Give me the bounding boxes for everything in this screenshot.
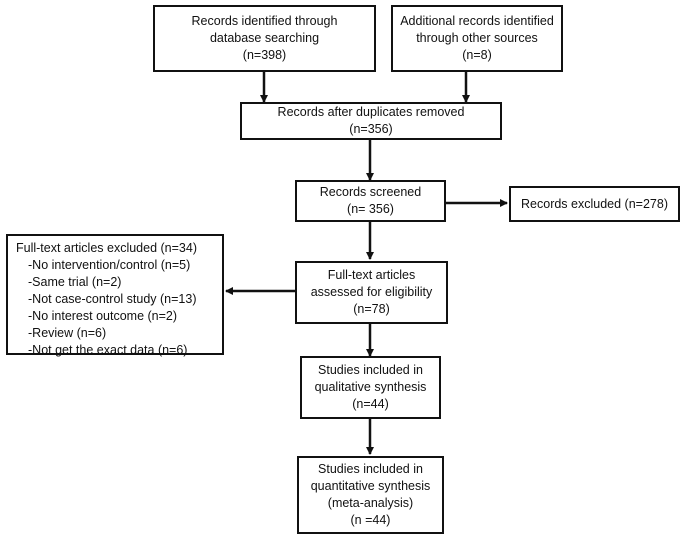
fulltext-assessed-box: Full-text articles assessed for eligibil… [295,261,448,324]
records-after-duplicates-box: Records after duplicates removed (n=356) [240,102,502,140]
box-line: qualitative synthesis [314,380,427,394]
box-line: (n=356) [349,122,393,136]
excluded-reason: -No interest outcome (n=2) [28,309,178,323]
excluded-reason: -Same trial (n=2) [28,275,122,289]
excluded-reason: -Not case-control study (n=13) [28,292,197,306]
records-screened-box: Records screened (n= 356) [295,180,446,222]
box-line: Records after duplicates removed [277,105,465,119]
records-identified-database-box: Records identified through database sear… [153,5,376,72]
box-line: (n= 356) [347,202,394,216]
box-line: (n=44) [352,397,389,411]
box-line: (n =44) [350,513,391,527]
box-line: Records screened [319,185,422,199]
excluded-title: Full-text articles excluded (n=34) [16,241,197,255]
box-line: (n=8) [462,48,492,62]
box-line: Studies included in [318,363,423,377]
fulltext-excluded-box: Full-text articles excluded (n=34) -No i… [6,234,224,357]
excluded-reason: -Review (n=6) [28,326,107,340]
box-line: quantitative synthesis [310,479,431,493]
box-line: (meta-analysis) [327,496,414,510]
box-line: Full-text articles [327,268,416,282]
additional-records-box: Additional records identified through ot… [391,5,563,72]
box-line: (n=398) [242,48,287,62]
qualitative-synthesis-box: Studies included in qualitative synthesi… [300,356,441,419]
records-excluded-box: Records excluded (n=278) [509,186,680,222]
box-line: Additional records identified [400,14,554,28]
box-line: Studies included in [318,462,423,476]
box-line: assessed for eligibility [310,285,433,299]
box-line: database searching [209,31,320,45]
quantitative-synthesis-box: Studies included in quantitative synthes… [297,456,444,534]
box-line: (n=78) [353,302,390,316]
box-line: through other sources [416,31,538,45]
box-line: Records identified through [191,14,338,28]
box-line: Records excluded (n=278) [521,196,668,211]
excluded-reason: -Not get the exact data (n=6) [28,343,188,357]
excluded-reason: -No intervention/control (n=5) [28,258,191,272]
